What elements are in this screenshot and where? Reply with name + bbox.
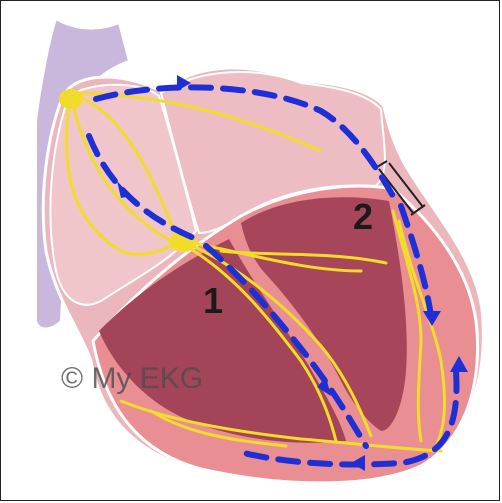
watermark: © My EKG xyxy=(61,362,203,395)
marker-2: 2 xyxy=(353,196,373,237)
sa-node xyxy=(59,89,83,109)
marker-1: 1 xyxy=(203,280,223,321)
